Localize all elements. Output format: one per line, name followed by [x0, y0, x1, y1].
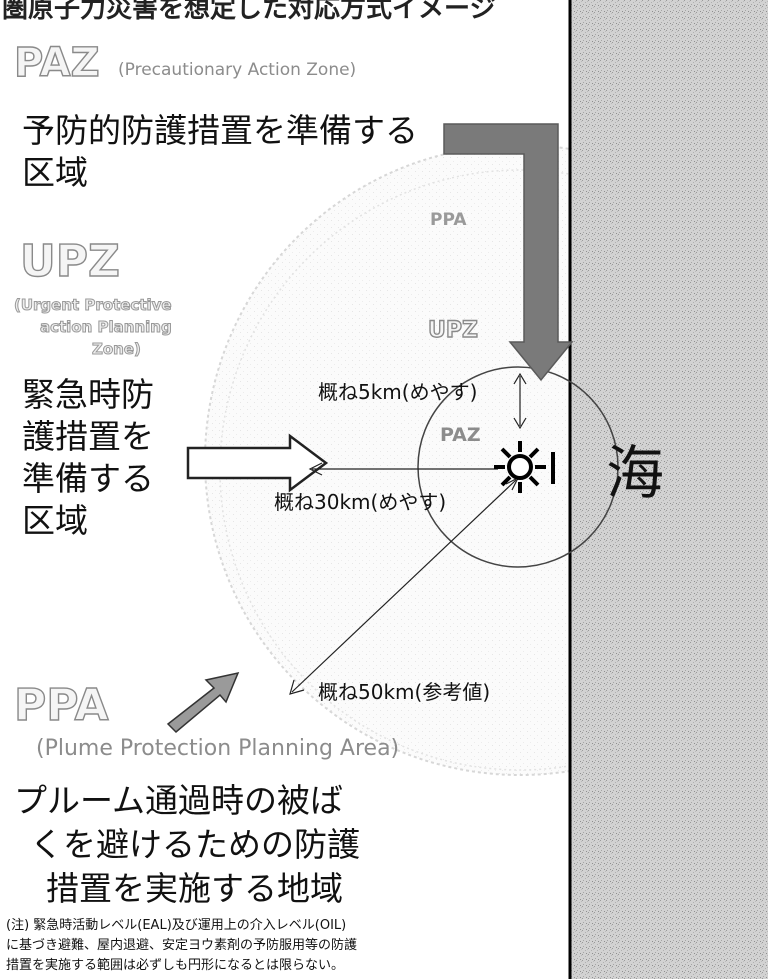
paz-distance-label: 概ね5km(めやす) [318, 380, 478, 404]
upz-description-line2: 護措置を [22, 417, 154, 456]
ppa-description-line1: プルーム通過時の被ば [14, 781, 344, 820]
ppa-description-line2: くを避けるための防護 [30, 825, 360, 864]
upz-description-line4: 区域 [22, 501, 88, 540]
ppa-full-name: (Plume Protection Planning Area) [36, 736, 400, 761]
upz-abbr: UPZ [19, 235, 120, 287]
ppa-distance-line [291, 479, 517, 693]
paz-pointer-arrow [443, 123, 574, 382]
upz-zone-circle [219, 169, 768, 771]
header-title: 圏原子力災害を想定した対応方式イメージ [2, 0, 496, 24]
upz-distance-arrowhead [308, 462, 323, 476]
paz-abbr: PAZ [13, 39, 100, 86]
upz-description-line3: 準備する [22, 459, 154, 498]
note-line2: に基づき避難、屋内退避、安定ヨウ素剤の予防服用等の防護 [6, 938, 358, 953]
upz-distance-label: 概ね30km(めやす) [274, 490, 447, 514]
paz-ring-label: PAZ [440, 424, 481, 446]
paz-description-line2: 区域 [22, 153, 88, 192]
paz-zone-circle [417, 366, 619, 568]
ppa-abbr: PPA [13, 679, 109, 731]
paz-full-name: (Precautionary Action Zone) [118, 60, 357, 80]
upz-full-line2: action Planning [40, 318, 173, 337]
upz-description-line1: 緊急時防 [22, 375, 154, 414]
sea-label: 海 [606, 439, 665, 507]
ppa-distance-label: 概ね50km(参考値) [318, 680, 491, 704]
upz-full-line1: (Urgent Protective [14, 296, 173, 315]
paz-distance-arrowhead-bottom [513, 417, 527, 430]
upz-ring-label: UPZ [427, 317, 478, 343]
paz-description-line1: 予防的防護措置を準備する [22, 111, 418, 150]
note-line1: (注) 緊急時活動レベル(EAL)及び運用上の介入レベル(OIL) [6, 918, 347, 933]
sea-area [570, 0, 768, 979]
ppa-distance-arrowhead-a [289, 679, 305, 695]
ppa-ring-label: PPA [430, 210, 467, 230]
ppa-description-line3: 措置を実施する地域 [46, 869, 343, 908]
note-line3: 措置を実施する範囲は必ずしも円形になるとは限らない。 [6, 958, 345, 973]
ppa-pointer-arrow [166, 671, 240, 734]
upz-full-line3: Zone) [92, 340, 142, 359]
nuclear-plant-icon [494, 441, 555, 493]
upz-pointer-arrow [186, 433, 329, 493]
paz-distance-arrowhead-top [513, 372, 527, 385]
